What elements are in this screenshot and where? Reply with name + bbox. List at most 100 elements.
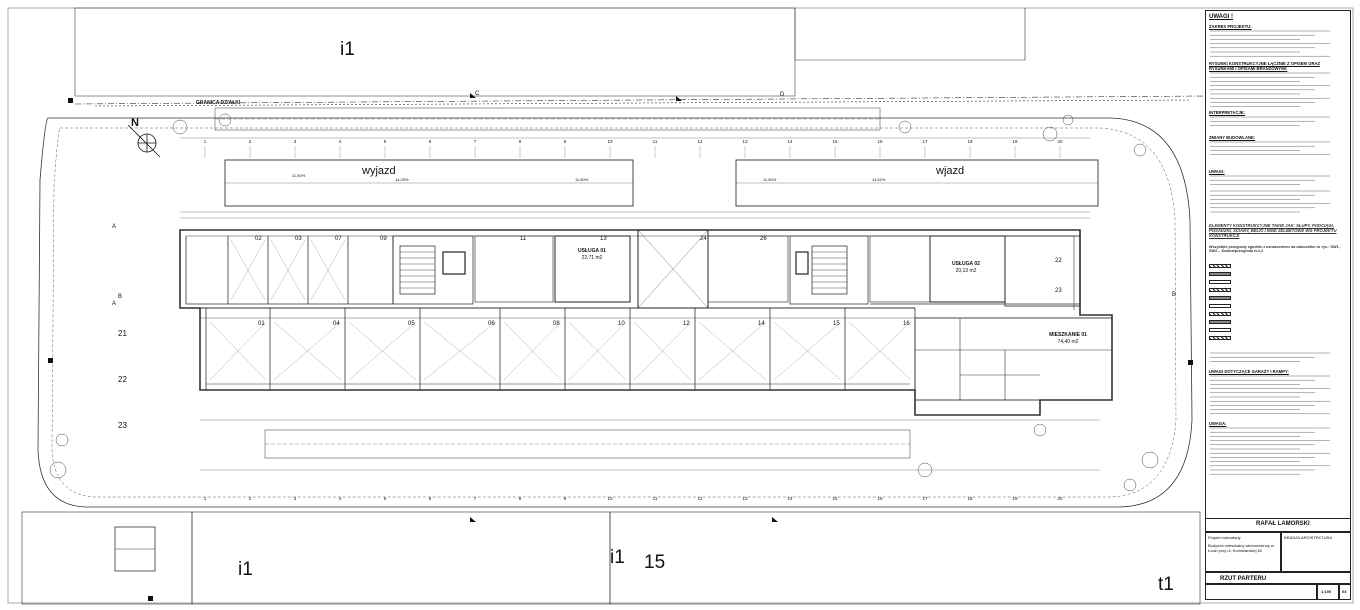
ramp-slope: 11,50% — [575, 177, 589, 182]
grid-axis-label: 1 — [204, 139, 207, 144]
grid-axis-label: 11 — [653, 496, 658, 501]
service-unit-1-area: 22,71 m2 — [581, 255, 603, 261]
project-type: Projekt budowlany — [1208, 535, 1241, 540]
grid-axis-label: 3 — [294, 496, 297, 501]
grid-axis-label: 18 — [967, 496, 973, 501]
grid-axis-label: 7 — [474, 496, 477, 501]
unit-number: 03 — [295, 236, 302, 242]
unit-number: 07 — [335, 236, 342, 242]
legend-swatch — [1209, 280, 1231, 284]
grid-axis-label: 6 — [429, 139, 432, 144]
grid-axis-label: 12 — [697, 139, 703, 144]
legend-row — [1209, 287, 1349, 294]
bay-diagonal — [503, 321, 562, 381]
legend-swatch — [1209, 320, 1231, 324]
drawing-title-cell: RZUT PARTERU — [1205, 572, 1351, 584]
bay-diagonal — [348, 321, 417, 381]
title-block: RAFAŁ LAMORSKI Projekt budowlany Budynek… — [1205, 518, 1351, 600]
grid-axis-label: 20 — [1057, 139, 1063, 144]
scale-cell: 1:100 — [1317, 584, 1339, 600]
bay-diagonal — [698, 321, 767, 381]
unit-number: 04 — [333, 321, 340, 327]
ramp-slope: 14,62% — [872, 177, 886, 182]
grid-axis-label: 9 — [564, 496, 567, 501]
grid-axis-label: 10 — [607, 496, 613, 501]
grid-axis-label: 18 — [967, 139, 973, 144]
signature-cell — [1205, 584, 1317, 600]
unit-number: 14 — [758, 321, 765, 327]
grid-axis-label: 5 — [384, 139, 387, 144]
grid-axis-label: 2 — [249, 496, 252, 501]
notes-text-lines — [1210, 30, 1330, 475]
zone-label-bottom-mid: i1 — [610, 547, 625, 568]
section-mark: D — [780, 92, 785, 98]
grid-axis-label: 11 — [653, 139, 658, 144]
section-mark: B — [1172, 292, 1176, 298]
service-unit-2-name: USŁUGA 02 — [952, 261, 980, 267]
zone-label-bottom-left: i1 — [238, 559, 253, 580]
legend-swatch — [1209, 296, 1231, 300]
ramp-label-entry: wjazd — [936, 165, 965, 177]
notes-heading: UWAGI ! — [1209, 14, 1233, 20]
bay-diagonal — [423, 321, 497, 381]
grid-axis-label: 19 — [1012, 139, 1018, 144]
apartment-name: MIESZKANIE 01 — [1049, 332, 1087, 338]
grid-axis-label: 10 — [607, 139, 613, 144]
service-unit-1-name: USŁUGA 01 — [578, 248, 606, 254]
legend-row — [1209, 295, 1349, 302]
elements-note: ELEMENTY KONSTRUKCYJNE TAKIE JAK: SŁUPY,… — [1209, 223, 1337, 238]
service-unit-2-area: 20,13 m2 — [955, 268, 977, 274]
garage-notes-heading: UWAGI DOTYCZĄCE GARAŻY I RAMPY: — [1209, 369, 1289, 374]
unit-number: 24 — [700, 236, 707, 242]
grid-axis-label: 14 — [787, 496, 793, 501]
ramp-label-exit: wyjazd — [362, 165, 396, 177]
unit-number: 10 — [618, 321, 625, 327]
grid-axis-label: 12 — [697, 496, 703, 501]
apartment-area: 74,40 m2 — [1057, 339, 1079, 345]
discipline-cell: BRANŻA ARCHITEKTURA — [1281, 532, 1351, 572]
notes-section-title: UWAGI: — [1209, 169, 1225, 174]
project-description: Budynek mieszkalny wielorodzinny w Łodzi… — [1208, 543, 1274, 553]
grid-axis-label: 8 — [519, 496, 522, 501]
legend-swatch — [1209, 304, 1231, 308]
section-mark: B — [118, 294, 122, 300]
zone-label-top-left: i1 — [340, 39, 355, 60]
sheet-number: 03 — [1342, 589, 1347, 594]
legend-row — [1209, 319, 1349, 326]
grid-axis-label: 13 — [742, 139, 748, 144]
section-mark: C — [475, 91, 480, 97]
grid-axis-label: 19 — [1012, 496, 1018, 501]
notes-section-title: ZAKRES PROJEKTU: — [1209, 24, 1252, 29]
project-cell: Projekt budowlany Budynek mieszkalny wie… — [1205, 532, 1281, 572]
unit-number: 23 — [1055, 288, 1062, 294]
bay-diagonal — [273, 321, 342, 381]
unit-number: 01 — [258, 321, 265, 327]
grid-axis-label: 4 — [339, 139, 342, 144]
author-name: RAFAŁ LAMORSKI — [1256, 521, 1310, 527]
notes-section-title: ZMIANY BUDOWLANE: — [1209, 135, 1256, 140]
unit-number: 26 — [760, 236, 767, 242]
legend-swatch — [1209, 312, 1231, 316]
notes-section-title: RYSUNKAMI I OPISAMI BRANŻOWYMI: — [1209, 66, 1288, 71]
section-mark: A — [112, 301, 116, 307]
legend-row — [1209, 303, 1349, 310]
row-label: 22 — [118, 375, 127, 384]
grid-axis-label: 5 — [384, 496, 387, 501]
bay-diagonal — [230, 239, 266, 301]
legend-swatch — [1209, 336, 1231, 340]
grid-axis-label: 16 — [877, 496, 883, 501]
bay-diagonal — [773, 321, 842, 381]
section-mark: A — [112, 224, 116, 230]
grid-axis-label: 17 — [922, 496, 928, 501]
row-label: 21 — [118, 329, 127, 338]
unit-number: 13 — [600, 236, 607, 242]
unit-number: 11 — [520, 236, 527, 242]
walls-note: Wszystkie przegrody zgodnie z oznaczenie… — [1209, 245, 1340, 254]
ramp-slope: 11,50% — [292, 173, 306, 178]
scale: 1:100 — [1321, 589, 1332, 594]
zone-number-bottom: 15 — [644, 552, 666, 573]
legend-swatch — [1209, 328, 1231, 332]
north-label: N — [131, 117, 139, 129]
